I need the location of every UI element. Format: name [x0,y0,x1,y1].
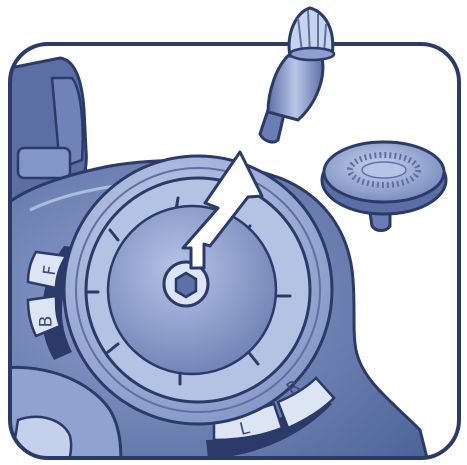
hex-socket-icon [176,273,196,297]
frame-content: co [0,58,430,465]
shoulder-ridge [18,148,70,178]
b-button-label: B [38,316,55,328]
disc-stick-cap-icon [322,142,446,231]
cylindrical-stick-cap-icon [260,8,334,142]
